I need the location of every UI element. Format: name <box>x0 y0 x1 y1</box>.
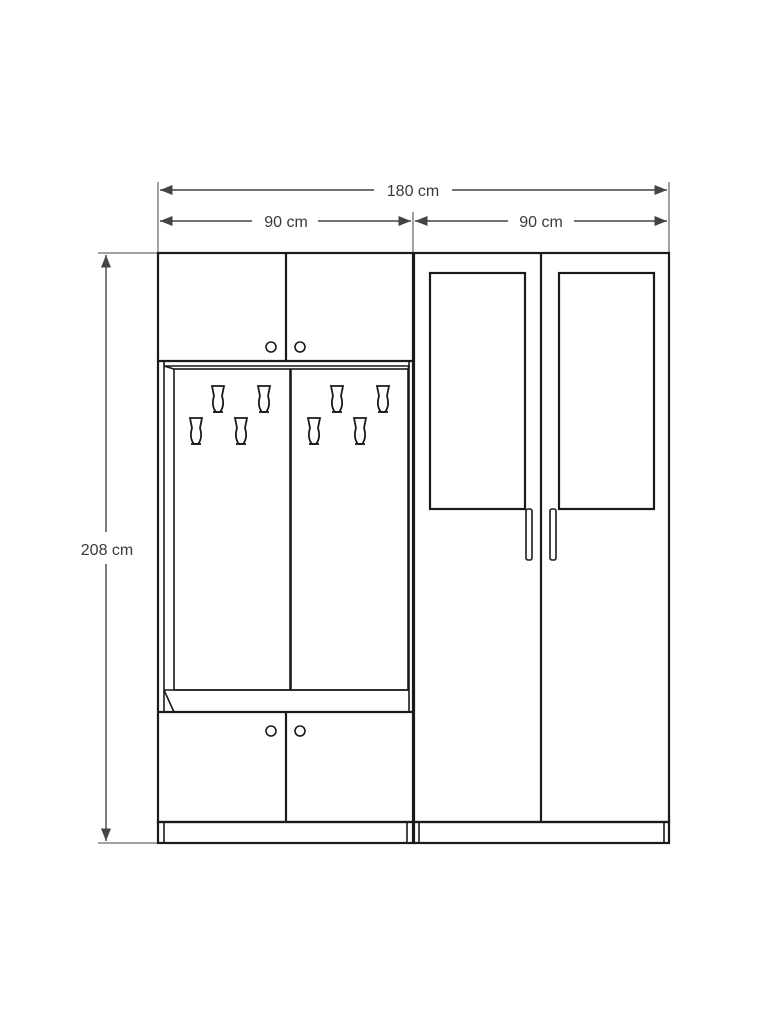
left-module-width-dimension: 90 cm <box>160 212 414 252</box>
right-module <box>412 251 671 845</box>
right-module-width-dimension: 90 cm <box>415 214 667 231</box>
lower-left-knob <box>265 725 277 737</box>
left-door-handle <box>525 508 533 561</box>
right-plinth <box>412 820 671 845</box>
coat-hook <box>233 417 249 445</box>
total-width-dimension: 180 cm <box>157 182 670 252</box>
left-module-width-label: 90 cm <box>264 214 308 231</box>
coat-hook <box>210 385 226 413</box>
coat-hook <box>256 385 272 413</box>
left-module <box>156 251 415 845</box>
coat-hook <box>188 417 204 445</box>
total-width-label: 180 cm <box>387 183 439 200</box>
lower-right-knob <box>294 725 306 737</box>
height-label: 208 cm <box>81 542 133 559</box>
right-door-handle <box>549 508 557 561</box>
lower-cabinet <box>265 712 306 822</box>
left-door-mirror <box>428 271 527 511</box>
height-dimension: 208 cm <box>81 252 157 844</box>
right-module-width-label: 90 cm <box>519 214 563 231</box>
right-door-mirror <box>557 271 656 511</box>
upper-left-knob <box>265 341 277 353</box>
coat-hook <box>375 385 391 413</box>
coat-rack-section <box>158 361 413 714</box>
coat-hook <box>306 417 322 445</box>
upper-cabinet <box>158 253 413 363</box>
left-plinth <box>156 820 415 845</box>
upper-right-knob <box>294 341 306 353</box>
coat-hook <box>329 385 345 413</box>
coat-hook <box>352 417 368 445</box>
